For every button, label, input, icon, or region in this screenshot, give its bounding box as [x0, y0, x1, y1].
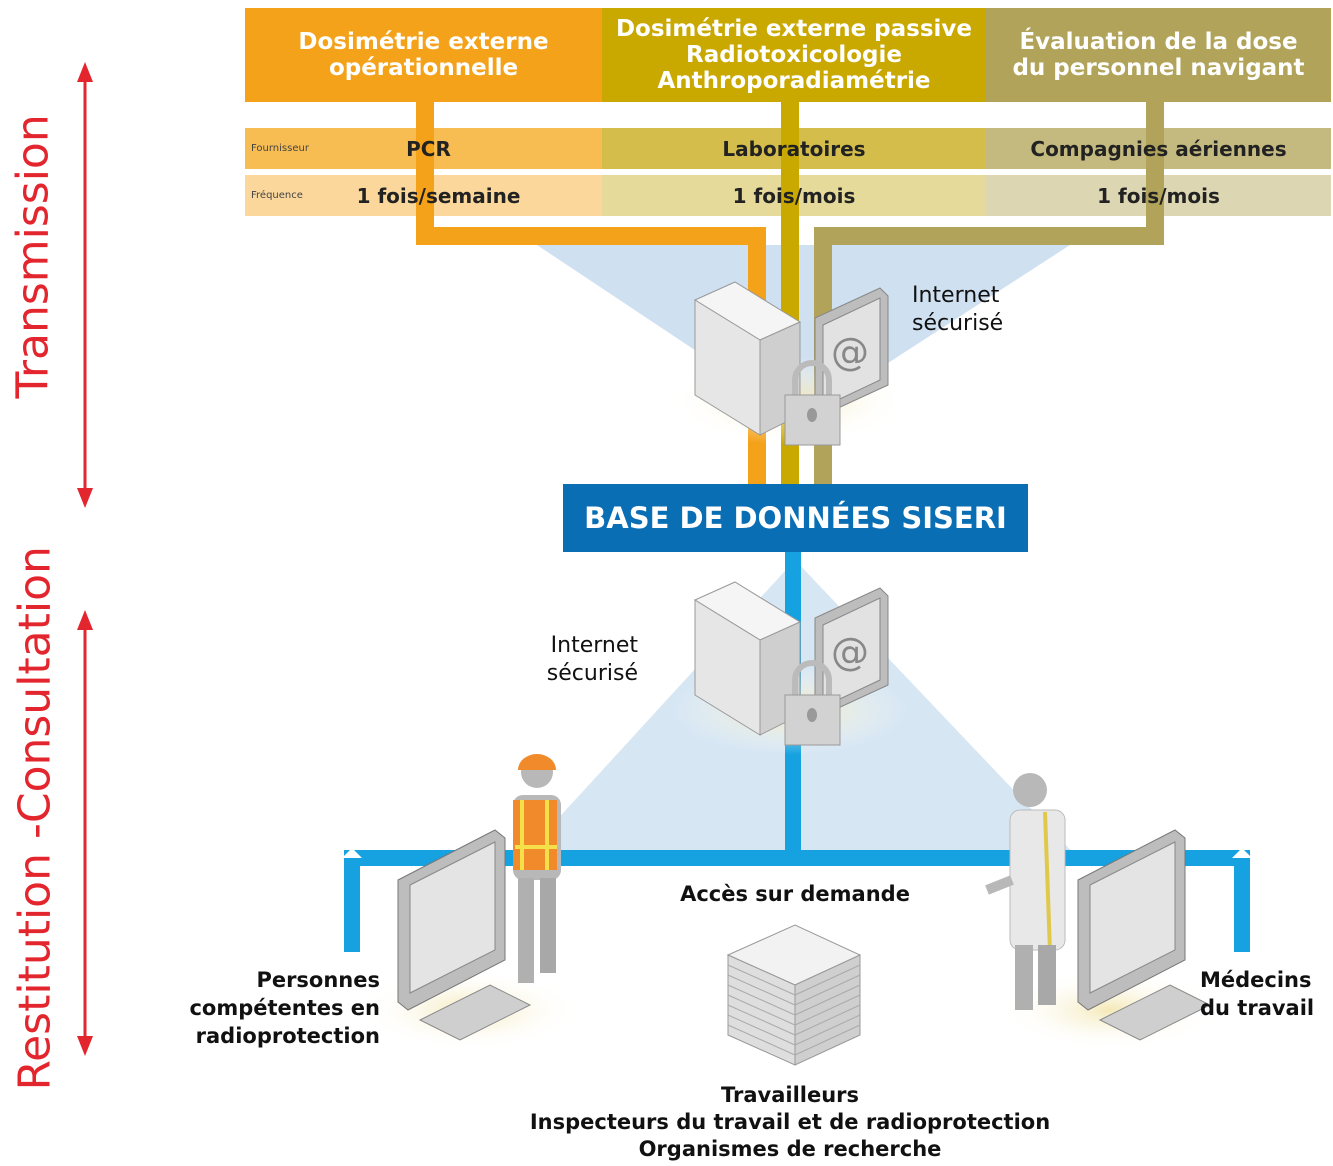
header-col1: Dosimétrie externe opérationnelle — [245, 8, 602, 102]
bottom-users-line3: Organismes de recherche — [638, 1137, 942, 1161]
right-users-line1: Médecins — [1200, 968, 1312, 992]
server-icon — [693, 581, 802, 736]
right-arrowhead — [1232, 848, 1252, 858]
frequence-col3: 1 fois/mois — [1097, 183, 1220, 208]
keyboard-icon — [1098, 984, 1212, 1041]
bottom-users-line1: Travailleurs — [720, 1083, 860, 1107]
frequence-col1: 1 fois/semaine — [356, 183, 521, 208]
access-label: Accès sur demande — [680, 882, 910, 906]
left-arrowhead — [342, 848, 362, 858]
bottom-users-line2: Inspecteurs du travail et de radioprotec… — [529, 1110, 1051, 1134]
header-col3-line1: Évaluation de la dose — [1019, 29, 1298, 55]
doctor-icon — [985, 773, 1066, 1010]
svg-text:@: @ — [831, 330, 869, 374]
internet-top-label: Internet sécurisé — [912, 282, 1003, 338]
header-col2-bg — [602, 8, 986, 102]
fournisseur-label: Fournisseur — [251, 143, 309, 154]
header-col2-line2: Radiotoxicologie — [686, 42, 902, 68]
internet-bottom-line2: sécurisé — [546, 661, 638, 686]
document-stack-icon — [726, 924, 862, 1066]
frequence-col2: 1 fois/mois — [732, 183, 856, 208]
internet-top-line2: sécurisé — [912, 311, 1004, 336]
left-user-station — [360, 754, 580, 1050]
monitor-at-icon: @ — [814, 587, 889, 716]
database-box: BASE DE DONNÉES SISERI — [563, 484, 1028, 552]
worker-icon — [513, 754, 561, 983]
left-users-line2: compétentes en — [189, 996, 380, 1020]
blue-distribution — [344, 850, 1250, 952]
internet-bottom-line1: Internet — [550, 633, 638, 658]
transmission-label: Transmission — [7, 114, 59, 399]
header-col2-line3: Anthroporadiamétrie — [657, 68, 931, 94]
right-users-label: Médecins du travail — [1200, 966, 1330, 1022]
fournisseur-col2: Laboratoires — [722, 136, 866, 161]
consultation-label: Restitution -Consultation — [9, 546, 61, 1091]
padlock-icon — [784, 660, 841, 746]
consultation-arrow-up — [77, 610, 93, 630]
transmission-arrow-down — [77, 488, 93, 508]
left-users-line3: radioprotection — [195, 1024, 380, 1048]
header-col1-bg — [245, 8, 602, 102]
header-col3-line2: du personnel navigant — [1012, 55, 1305, 81]
internet-top-line1: Internet — [912, 283, 1000, 308]
database-title: BASE DE DONNÉES SISERI — [584, 501, 1007, 535]
consultation-arrow-down — [77, 1036, 93, 1056]
bottom-users-label: Travailleurs Inspecteurs du travail et d… — [440, 1082, 1140, 1163]
monitor-at-icon: @ — [814, 287, 889, 416]
svg-text:@: @ — [831, 630, 869, 674]
right-user-station — [985, 773, 1220, 1050]
computer-icon — [397, 829, 506, 1011]
header-col2-line1: Dosimétrie externe passive — [615, 16, 973, 42]
header-col1-line1: Dosimétrie externe — [298, 29, 549, 55]
server-group-bottom: @ — [670, 581, 910, 755]
left-users-label: Personnes compétentes en radioprotection — [150, 966, 380, 1050]
padlock-icon — [784, 360, 841, 446]
right-users-line2: du travail — [1200, 996, 1315, 1020]
transmission-cone — [537, 245, 1070, 420]
header-col1-line2: opérationnelle — [328, 55, 519, 81]
server-icon — [693, 281, 802, 436]
header-col3: Évaluation de la dose du personnel navig… — [986, 8, 1331, 102]
header-col3-bg — [986, 8, 1331, 102]
left-users-line1: Personnes — [256, 968, 380, 992]
server-group-top: @ — [670, 281, 910, 446]
fournisseur-col1: PCR — [406, 136, 451, 161]
fournisseur-col3: Compagnies aériennes — [1030, 136, 1287, 161]
computer-icon — [1077, 829, 1186, 1011]
header-col2: Dosimétrie externe passive Radiotoxicolo… — [602, 8, 986, 102]
keyboard-icon — [418, 984, 532, 1041]
transmission-arrow-up — [77, 62, 93, 82]
frequence-label: Fréquence — [251, 190, 303, 201]
internet-bottom-label: Internet sécurisé — [532, 632, 638, 688]
